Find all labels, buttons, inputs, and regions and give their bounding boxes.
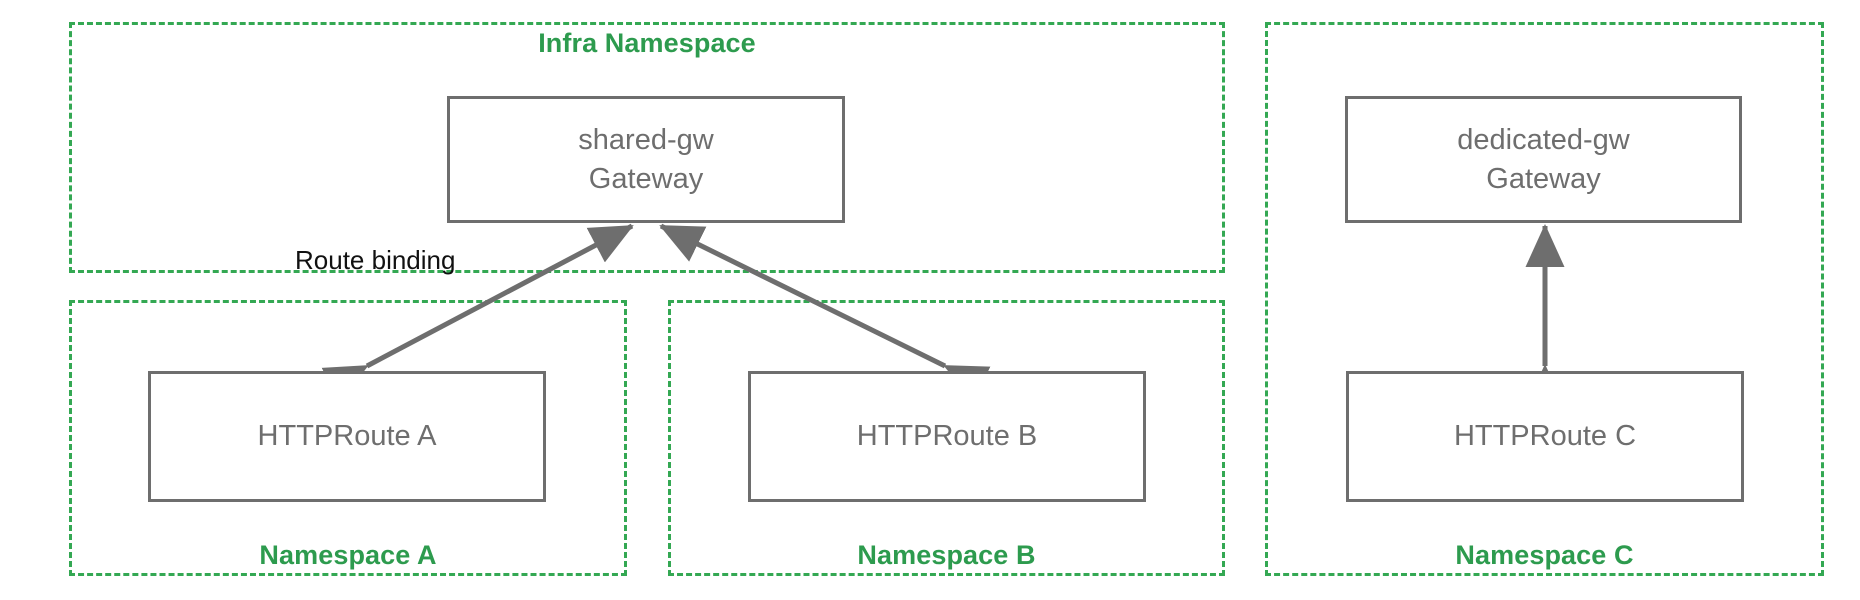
namespace-label-b: Namespace B: [857, 540, 1036, 570]
node-route-c[interactable]: HTTPRoute C: [1346, 371, 1744, 502]
namespace-label-infra: Infra Namespace: [538, 28, 756, 58]
namespace-box-c: [1265, 22, 1824, 576]
node-dedicated-gw-line2: Gateway: [1486, 162, 1601, 195]
node-route-b-label: HTTPRoute B: [856, 420, 1038, 453]
node-dedicated-gw[interactable]: dedicated-gw Gateway: [1345, 96, 1742, 223]
node-shared-gw[interactable]: shared-gw Gateway: [447, 96, 845, 223]
annotation-route-binding: Route binding: [295, 245, 456, 275]
node-dedicated-gw-line1: dedicated-gw: [1457, 124, 1630, 157]
node-route-c-label: HTTPRoute C: [1453, 420, 1637, 453]
node-route-a-label: HTTPRoute A: [257, 420, 437, 453]
node-shared-gw-line2: Gateway: [588, 162, 704, 195]
namespace-label-a: Namespace A: [259, 540, 437, 570]
namespace-label-c: Namespace C: [1455, 540, 1634, 570]
node-shared-gw-line1: shared-gw: [578, 124, 714, 157]
node-route-b[interactable]: HTTPRoute B: [748, 371, 1146, 502]
namespace-box-infra: [69, 22, 1225, 273]
node-route-a[interactable]: HTTPRoute A: [148, 371, 546, 502]
